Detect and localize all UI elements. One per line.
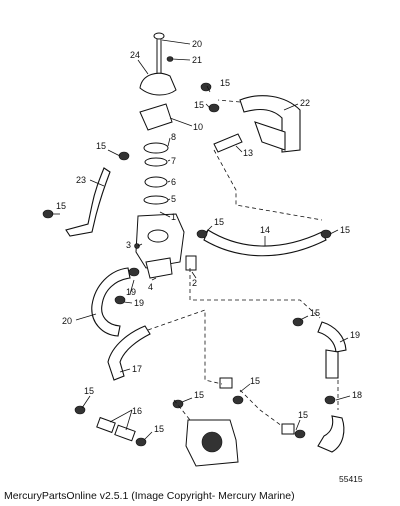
- routing-line-a: [213, 149, 323, 221]
- housing-port: [147, 229, 169, 243]
- hose-19: [317, 321, 347, 353]
- callout-12: 21: [192, 55, 202, 65]
- callout-3: 3: [126, 240, 131, 250]
- clamp-15-b: [42, 209, 54, 219]
- ring-7: [144, 157, 168, 167]
- callout-15-k: 15: [154, 424, 164, 434]
- callout-16: 16: [132, 406, 142, 416]
- fitting-mid-15: [281, 423, 295, 435]
- leader-lines: [52, 39, 351, 441]
- callout-11: 20: [192, 39, 202, 49]
- clamp-21-b: [114, 295, 126, 305]
- callout-21-b: 19: [134, 298, 144, 308]
- copyright-caption: MercuryPartsOnline v2.5.1 (Image Copyrig…: [4, 490, 295, 502]
- figure-number: 55415: [339, 474, 363, 484]
- gasket-8: [143, 142, 169, 154]
- callout-2: 2: [192, 278, 197, 288]
- screw-3: [134, 243, 140, 249]
- callout-15-d: 15: [194, 100, 204, 110]
- callout-23: 23: [76, 175, 86, 185]
- callout-15-l: 15: [298, 410, 308, 420]
- fitting-lower-15: [219, 377, 233, 389]
- hose-17: [107, 325, 151, 381]
- clamp-15-a: [118, 151, 130, 161]
- clamp-15-e: [196, 229, 208, 239]
- clamp-15-c: [200, 82, 212, 92]
- callout-17: 17: [132, 364, 142, 374]
- callout-15-g: 15: [310, 308, 320, 318]
- callout-20: 20: [62, 316, 72, 326]
- clamp-15-k: [135, 437, 147, 447]
- hose-22-lower: [254, 121, 286, 151]
- clamp-15-f: [320, 229, 332, 239]
- callout-15-c: 15: [220, 78, 230, 88]
- callout-4: 4: [148, 282, 153, 292]
- thermostat-6: [144, 176, 168, 188]
- callout-15-a: 15: [96, 141, 106, 151]
- elbow-10: [139, 103, 173, 131]
- pump-gear: [201, 431, 223, 453]
- callout-6: 6: [171, 177, 176, 187]
- hose-20: [91, 267, 131, 337]
- callout-14: 14: [260, 225, 270, 235]
- routing-line-d: [239, 389, 283, 427]
- clamp-21-a: [128, 267, 140, 277]
- hose-18: [317, 415, 345, 453]
- callout-7: 7: [171, 156, 176, 166]
- callout-15-i: 15: [194, 390, 204, 400]
- callout-13: 13: [243, 148, 253, 158]
- clamp-15-h: [232, 395, 244, 405]
- callout-10: 10: [193, 122, 203, 132]
- hose-19-lower: [325, 349, 339, 379]
- clamp-15-j: [74, 405, 86, 415]
- callout-15-b: 15: [56, 201, 66, 211]
- callout-18: 18: [352, 390, 362, 400]
- callout-24: 24: [130, 50, 140, 60]
- callout-15-h: 15: [250, 376, 260, 386]
- callout-1: 1: [171, 212, 176, 222]
- callout-15-e: 15: [214, 217, 224, 227]
- adapter-4: [145, 257, 173, 279]
- routing-line-g: [173, 399, 191, 421]
- clamp-15-d: [208, 103, 220, 113]
- bolt-11: [156, 35, 162, 77]
- hose-23: [65, 167, 111, 237]
- callout-21-a: 19: [126, 287, 136, 297]
- clamp-15-l: [294, 429, 306, 439]
- callout-15-f: 15: [340, 225, 350, 235]
- routing-line-f: [217, 99, 241, 103]
- bolt-11-head: [153, 32, 165, 40]
- routing-line-b: [189, 268, 321, 319]
- callout-22: 22: [300, 98, 310, 108]
- gasket-5: [143, 195, 169, 205]
- hose-14: [203, 229, 327, 257]
- routing-line-c: [147, 309, 223, 385]
- callout-19: 19: [350, 330, 360, 340]
- callout-8: 8: [171, 132, 176, 142]
- clamp-18: [324, 395, 336, 405]
- callout-15-j: 15: [84, 386, 94, 396]
- fitting-16b: [114, 424, 136, 442]
- fitting-16a: [96, 416, 116, 434]
- fitting-2: [185, 255, 197, 271]
- callout-5: 5: [171, 194, 176, 204]
- fitting-13: [213, 133, 243, 153]
- housing-cover-24: [139, 72, 177, 96]
